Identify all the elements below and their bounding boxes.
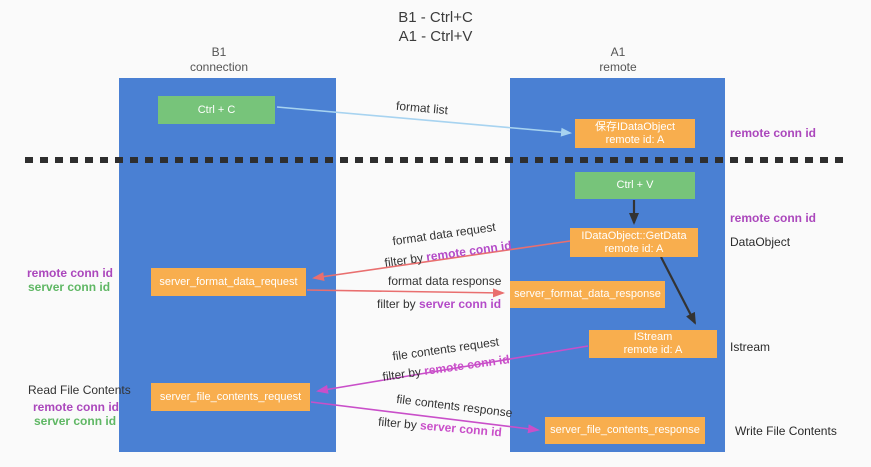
filter-file-request-prefix: filter by [381,364,426,384]
node-ctrl-c: Ctrl + C [158,96,275,124]
node-server-file-contents-response: server_file_contents_response [545,417,705,444]
lane-a1-name: A1 [610,45,626,59]
title-line-2: A1 - Ctrl+V [398,28,473,45]
left-file-remote-conn-id: remote conn id [33,400,120,414]
filter-file-response-prefix: filter by [377,414,421,433]
istream-line1: IStream [633,331,673,343]
filter-format-response-target: server conn id [419,297,502,311]
left-format-remote-conn-id: remote conn id [27,266,114,280]
lane-header-b1: B1 connection [119,45,319,75]
write-file-contents-label: Write File Contents [735,424,837,438]
format-response-label: server_format_data_response [514,288,661,300]
remote-conn-id-mid-label: remote conn id [730,211,817,225]
node-server-format-data-response: server_format_data_response [510,281,665,308]
node-server-format-data-request: server_format_data_request [151,268,306,296]
lane-b1-name: B1 [211,45,227,59]
save-dataobject-line2: remote id: A [605,133,665,146]
istream-line2: remote id: A [623,344,683,356]
filter-file-response-label: filter by server conn id [378,415,503,440]
node-server-file-contents-request: server_file_contents_request [151,383,310,411]
getdata-line1: IDataObject::GetData [581,229,687,242]
lane-a1-role: remote [599,60,637,74]
title-line-1: B1 - Ctrl+C [398,9,473,26]
node-idataobject-getdata: IDataObject::GetData remote id: A [570,228,698,257]
node-ctrl-v: Ctrl + V [575,172,695,199]
ctrl-v-label: Ctrl + V [616,179,654,191]
format-request-label: server_format_data_request [159,275,298,288]
format-response-arrow [306,288,505,298]
getdata-line2: remote id: A [604,242,664,255]
filter-format-request-target: remote conn id [425,238,513,264]
filter-format-response-label: filter by server conn id [377,297,501,311]
node-save-dataobject: 保存IDataObject remote id: A [575,119,695,148]
dataobject-label: DataObject [730,235,791,249]
node-istream: IStream remote id: A [589,330,717,358]
filter-file-response-target: server conn id [419,418,503,440]
lane-header-a1: A1 remote [513,45,723,75]
left-file-server-conn-id: server conn id [34,414,117,428]
file-contents-response-label: file contents response [395,391,514,421]
lane-b1-role: connection [189,60,249,74]
save-dataobject-line1: 保存IDataObject [594,120,676,133]
format-list-label: format list [395,98,449,118]
file-response-label: server_file_contents_response [550,424,700,436]
filter-format-response-prefix: filter by [377,297,420,311]
dashed-divider [25,157,845,163]
diagram-title: B1 - Ctrl+C A1 - Ctrl+V [0,8,871,46]
format-data-response-label: format data response [388,274,502,288]
left-format-server-conn-id: server conn id [28,280,111,294]
istream-annotation-label: Istream [730,340,771,354]
file-request-label: server_file_contents_request [159,390,302,403]
remote-conn-id-top-label: remote conn id [730,126,817,140]
filter-format-request-prefix: filter by [383,250,428,270]
read-file-contents-label: Read File Contents [28,383,131,397]
ctrl-c-label: Ctrl + C [197,103,236,116]
